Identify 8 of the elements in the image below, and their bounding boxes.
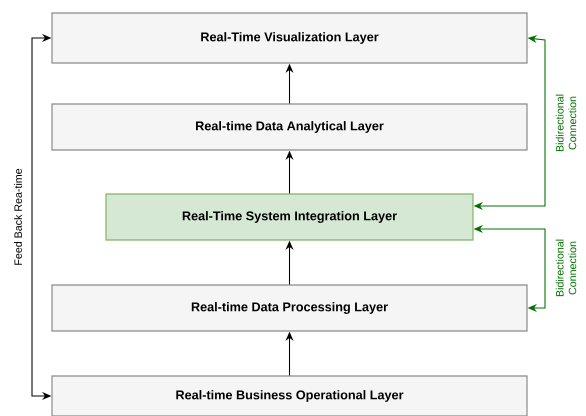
edge-label: Bidirectional Connection xyxy=(556,94,576,152)
layer-box: Real-time Business Operational Layer xyxy=(51,375,528,416)
layer-box: Real-Time Visualization Layer xyxy=(51,12,528,64)
layer-box: Real-time Data Processing Layer xyxy=(51,284,528,332)
edge-label: Bidirectional Connection xyxy=(556,240,576,296)
edge-label: Feed Back Rea-time xyxy=(14,168,22,265)
layer-box: Real-time Data Analytical Layer xyxy=(51,103,528,151)
layer-box: Real-Time System Integration Layer xyxy=(105,193,474,241)
